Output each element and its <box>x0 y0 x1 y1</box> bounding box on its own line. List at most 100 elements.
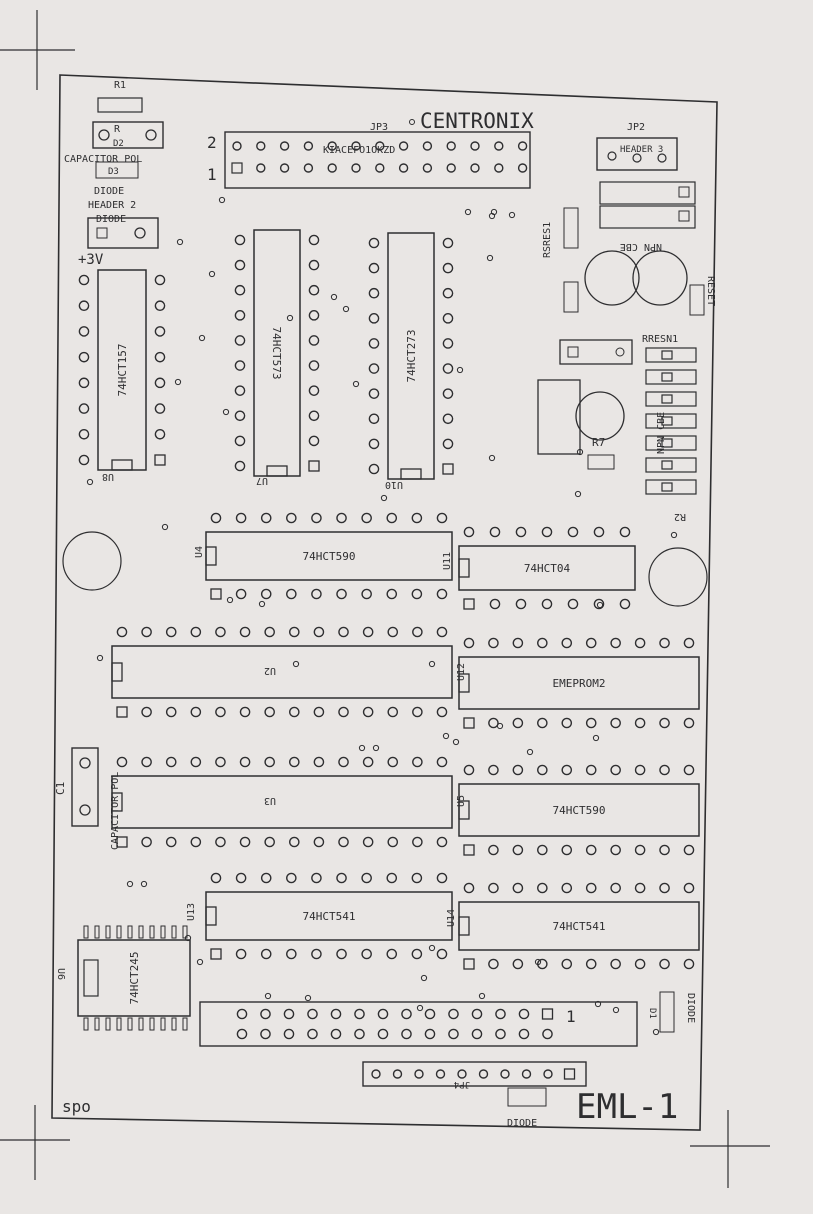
ic-notch <box>83 959 99 997</box>
pin-pad <box>387 706 399 718</box>
pin-pad <box>236 1008 248 1020</box>
pin-pad <box>489 526 501 538</box>
ic-ref-label: U5 <box>456 795 467 807</box>
pin-pad <box>289 836 300 848</box>
pin-pad <box>239 836 251 848</box>
resistor-pad <box>661 460 673 470</box>
pin-pad <box>610 844 621 856</box>
pin-pad <box>362 756 374 768</box>
pin1-square-pad <box>308 460 320 472</box>
pin-pad <box>286 512 297 524</box>
pin-pad <box>311 872 322 884</box>
jp3-pins <box>232 141 528 173</box>
pin-pad <box>518 1008 530 1020</box>
pin-pad <box>78 300 90 312</box>
via <box>96 654 104 662</box>
bottom-connector-pin1: 1 <box>566 1007 576 1026</box>
ic-part-label: EMEPROM2 <box>553 677 606 690</box>
pin1-square-pad <box>154 454 166 466</box>
pin-pad <box>215 836 226 848</box>
jp3-label: JP3 <box>370 122 388 133</box>
pin-pad <box>634 764 646 776</box>
ic-part-label: 74HCT157 <box>116 344 129 397</box>
pin-pad <box>442 388 454 399</box>
pin-pad <box>264 706 275 718</box>
pin-pad <box>500 1069 510 1079</box>
pin-pad <box>336 512 347 524</box>
via <box>174 378 182 386</box>
pin-pad <box>311 588 322 600</box>
pin-pad <box>392 1069 403 1079</box>
pin-pad <box>463 526 475 538</box>
pin-pad <box>442 313 454 324</box>
ic-part-label: 74HCT590 <box>303 550 356 563</box>
resistor-column <box>645 347 697 495</box>
ic-part-label: 74HCT541 <box>553 920 606 933</box>
pin-pad <box>210 872 222 884</box>
pin-pad <box>561 844 573 856</box>
pin-pad <box>260 1008 271 1020</box>
ic-lead <box>116 1017 122 1031</box>
ic-lead <box>83 925 89 939</box>
pin-pad <box>470 141 480 151</box>
switch-pad-round <box>615 347 625 357</box>
ic-part-label: 74HCT541 <box>303 910 356 923</box>
pin-pad <box>141 626 152 638</box>
jp2-label: JP2 <box>627 122 645 133</box>
rsres1-footprint <box>563 207 579 249</box>
pin-pad <box>561 717 573 729</box>
pin-pad <box>361 512 372 524</box>
pin-pad <box>286 948 297 960</box>
pin-pad <box>463 882 475 894</box>
pin-pad <box>386 512 398 524</box>
ic-ref-label: U7 <box>256 475 268 486</box>
pin-pad <box>488 844 499 856</box>
right-discrete-parts: RSRES1 NPN CBE RESET RRESN1 R7 NPN CBE R… <box>537 207 716 522</box>
capacitor-footprint <box>92 121 164 149</box>
pin-pad <box>308 410 320 422</box>
r2-label: R2 <box>674 511 686 522</box>
resistor-footprint <box>645 347 697 363</box>
ic-lead <box>171 1017 177 1031</box>
pin-pad <box>264 756 275 768</box>
pin-pad <box>78 377 90 389</box>
ic-lead <box>94 1017 100 1031</box>
jp2-pin <box>632 153 642 163</box>
via <box>486 254 494 262</box>
pin-pad <box>78 351 90 363</box>
pin-pad <box>154 351 166 363</box>
pin-pad <box>368 388 380 399</box>
via <box>86 478 94 486</box>
pin-pad <box>307 1028 318 1040</box>
via <box>428 944 436 952</box>
pin-pad <box>154 428 166 440</box>
ic-notch <box>458 916 470 936</box>
rres-label: RRESN1 <box>642 334 678 345</box>
npn-cbe-top-label: NPN CBE <box>620 241 662 252</box>
pin-pad <box>289 756 300 768</box>
pin-pad <box>521 1069 532 1079</box>
pin-pad <box>236 1028 248 1040</box>
ic-part-label: 74HCT04 <box>524 562 571 575</box>
vias <box>86 196 678 1036</box>
pin-pad <box>463 764 475 776</box>
pin-pad <box>585 844 597 856</box>
pin-pad <box>619 526 631 538</box>
pin-pad <box>412 756 423 768</box>
pin-pad <box>303 163 314 173</box>
pin1-square-pad <box>463 717 475 729</box>
d3-label: D3 <box>108 167 119 177</box>
capacitor-pol-side-label: CAPACITOR POL <box>110 772 121 850</box>
crystal-footprint <box>537 379 581 455</box>
pin1-square-pad <box>463 844 475 856</box>
resistor-footprint <box>645 413 697 429</box>
ic-part-label: 74HCT573 <box>270 327 283 380</box>
pin-pad <box>442 287 454 299</box>
pin-pad <box>398 163 409 173</box>
via <box>428 660 436 668</box>
pin-pad <box>283 1028 295 1040</box>
via <box>534 958 542 966</box>
jp2-pin <box>607 151 617 161</box>
pin-pad <box>610 764 621 776</box>
